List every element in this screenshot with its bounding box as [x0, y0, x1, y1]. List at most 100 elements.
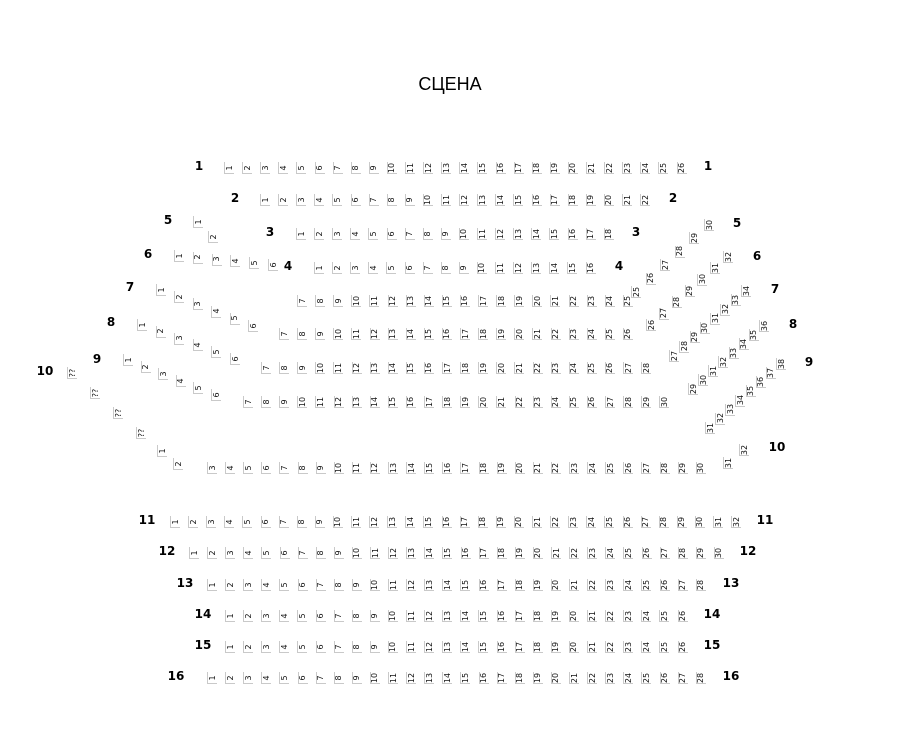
seat-row-11-22[interactable]: 22: [550, 516, 561, 528]
seat-row-12-24[interactable]: 24: [605, 547, 616, 559]
seat-row-10-12[interactable]: 8: [297, 462, 308, 474]
seat-row-7-14[interactable]: 14: [405, 328, 416, 340]
seat-row-11-4[interactable]: 4: [224, 516, 235, 528]
seat-row-8-27[interactable]: 27: [623, 362, 633, 374]
seat-row-11-2[interactable]: 2: [188, 516, 199, 528]
seat-row-6-32[interactable]: 32: [723, 251, 733, 263]
seat-row-10-31[interactable]: 27: [641, 462, 652, 474]
seat-row-13-22[interactable]: 22: [587, 579, 598, 591]
seat-row-5-2[interactable]: 2: [208, 231, 218, 243]
seat-row-13-24[interactable]: 24: [623, 579, 634, 591]
seat-row-13-13[interactable]: 13: [424, 579, 435, 591]
seat-row-2-7[interactable]: 7: [368, 194, 379, 206]
seat-row-10-30[interactable]: 26: [623, 462, 634, 474]
seat-row-11-29[interactable]: 29: [676, 516, 687, 528]
seat-row-13-2[interactable]: 2: [225, 579, 236, 591]
seat-row-14-4[interactable]: 4: [279, 610, 290, 622]
seat-row-2-21[interactable]: 21: [622, 194, 632, 206]
seat-row-15-6[interactable]: 6: [315, 641, 326, 653]
seat-row-11-5[interactable]: 5: [242, 516, 253, 528]
seat-row-10-13[interactable]: 9: [315, 462, 326, 474]
seat-row-12-1[interactable]: 1: [189, 547, 199, 559]
seat-row-10-3[interactable]: ??: [113, 407, 123, 419]
seat-row-6-20[interactable]: 20: [532, 295, 543, 307]
seat-row-9-23[interactable]: 23: [532, 396, 543, 408]
seat-row-9-27[interactable]: 27: [605, 396, 615, 408]
seat-row-1-25[interactable]: 25: [658, 162, 669, 174]
seat-row-11-17[interactable]: 17: [459, 516, 470, 528]
seat-row-12-20[interactable]: 20: [532, 547, 543, 559]
seat-row-9-37[interactable]: 37: [765, 367, 776, 380]
seat-row-8-14[interactable]: 14: [387, 362, 398, 374]
seat-row-1-17[interactable]: 17: [513, 162, 524, 174]
seat-row-6-25[interactable]: 25: [622, 295, 633, 307]
seat-row-10-16[interactable]: 12: [369, 462, 380, 474]
seat-row-1-13[interactable]: 13: [441, 162, 452, 174]
seat-row-3-8[interactable]: 8: [422, 228, 433, 240]
seat-row-8-13[interactable]: 13: [369, 362, 380, 374]
seat-row-16-19[interactable]: 19: [532, 672, 543, 684]
seat-row-6-23[interactable]: 23: [586, 295, 597, 307]
seat-row-2-20[interactable]: 20: [603, 194, 614, 206]
seat-row-9-20[interactable]: 20: [478, 396, 489, 408]
seat-row-1-6[interactable]: 6: [314, 162, 325, 174]
seat-row-3-17[interactable]: 17: [585, 228, 596, 240]
seat-row-8-10[interactable]: 10: [315, 362, 326, 374]
seat-row-6-9[interactable]: 9: [333, 295, 344, 307]
seat-row-13-7[interactable]: 7: [315, 579, 326, 591]
seat-row-1-14[interactable]: 14: [459, 162, 470, 174]
seat-row-7-18[interactable]: 18: [478, 328, 489, 340]
seat-row-1-8[interactable]: 8: [350, 162, 361, 174]
seat-row-6-8[interactable]: 8: [315, 295, 326, 307]
seat-row-3-2[interactable]: 2: [314, 228, 325, 240]
seat-row-16-11[interactable]: 11: [388, 672, 398, 684]
seat-row-14-6[interactable]: 6: [315, 610, 326, 622]
seat-row-12-7[interactable]: 7: [297, 547, 308, 559]
seat-row-15-24[interactable]: 24: [641, 641, 652, 653]
seat-row-16-16[interactable]: 16: [478, 672, 489, 684]
seat-row-12-2[interactable]: 2: [207, 547, 218, 559]
seat-row-3-5[interactable]: 5: [368, 228, 379, 240]
seat-row-8-35[interactable]: 35: [748, 329, 759, 341]
seat-row-15-25[interactable]: 25: [659, 641, 670, 653]
seat-row-16-7[interactable]: 7: [315, 672, 326, 684]
seat-row-8-36[interactable]: 36: [759, 320, 769, 332]
seat-row-7-9[interactable]: 9: [315, 328, 326, 340]
seat-row-12-3[interactable]: 3: [225, 547, 236, 559]
seat-row-16-13[interactable]: 13: [424, 672, 435, 684]
seat-row-1-22[interactable]: 22: [604, 162, 615, 174]
seat-row-14-18[interactable]: 18: [532, 610, 543, 622]
seat-row-10-11[interactable]: 7: [279, 462, 290, 474]
seat-row-8-2[interactable]: 2: [155, 325, 166, 338]
seat-row-12-15[interactable]: 15: [442, 547, 453, 559]
seat-row-4-12[interactable]: 12: [513, 262, 524, 274]
seat-row-6-1[interactable]: 1: [174, 250, 184, 262]
seat-row-9-26[interactable]: 26: [586, 396, 597, 408]
seat-row-12-27[interactable]: 27: [659, 547, 670, 559]
seat-row-3-6[interactable]: 6: [386, 228, 397, 240]
seat-row-5-5[interactable]: 27: [660, 259, 671, 272]
seat-row-11-7[interactable]: 7: [278, 516, 289, 528]
seat-row-16-25[interactable]: 25: [641, 672, 652, 684]
seat-row-12-30[interactable]: 30: [713, 547, 724, 559]
seat-row-14-17[interactable]: 17: [514, 610, 525, 622]
seat-row-9-12[interactable]: 12: [333, 396, 344, 408]
seat-row-11-28[interactable]: 28: [658, 516, 669, 528]
seat-row-12-10[interactable]: 10: [351, 547, 362, 559]
seat-row-13-15[interactable]: 15: [460, 579, 471, 591]
seat-row-13-23[interactable]: 23: [605, 579, 616, 591]
seat-row-10-26[interactable]: 22: [550, 462, 561, 474]
seat-row-16-23[interactable]: 23: [605, 672, 616, 684]
seat-row-14-25[interactable]: 25: [659, 610, 670, 622]
seat-row-7-33[interactable]: 33: [730, 294, 741, 307]
seat-row-13-27[interactable]: 27: [677, 579, 688, 591]
seat-row-15-18[interactable]: 18: [532, 641, 543, 653]
seat-row-9-24[interactable]: 24: [550, 396, 561, 408]
seat-row-15-10[interactable]: 10: [387, 641, 398, 653]
seat-row-1-10[interactable]: 10: [386, 162, 397, 174]
seat-row-14-12[interactable]: 12: [424, 610, 435, 622]
seat-row-6-19[interactable]: 19: [514, 295, 525, 307]
seat-row-11-32[interactable]: 32: [731, 516, 742, 528]
seat-row-16-24[interactable]: 24: [623, 672, 634, 684]
seat-row-2-22[interactable]: 22: [640, 194, 651, 206]
